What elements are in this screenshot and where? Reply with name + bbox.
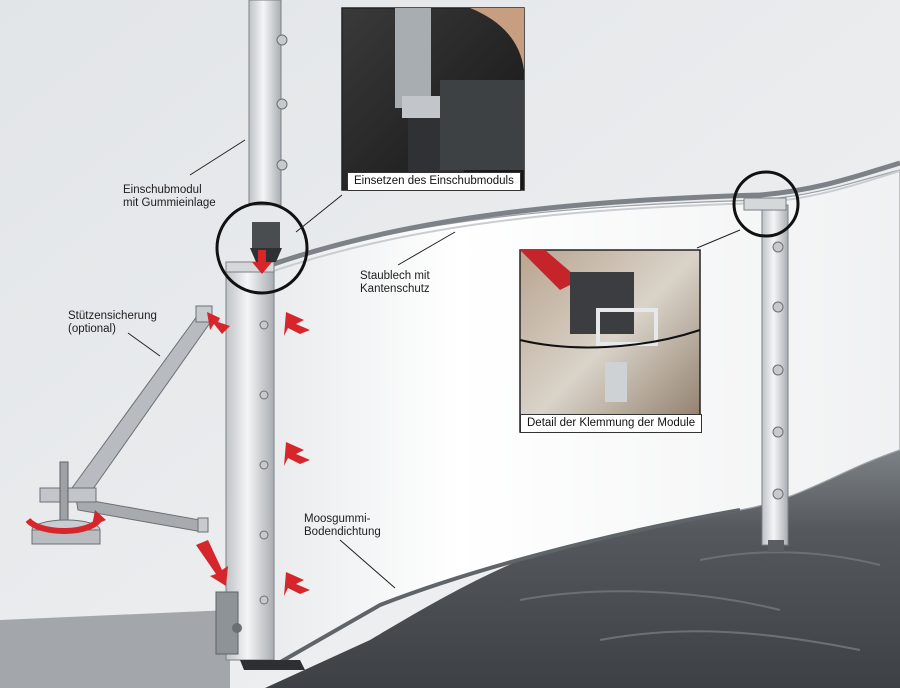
arrow-icon [284, 572, 310, 596]
water-ripple [699, 551, 881, 566]
zoom-circle-right [732, 170, 800, 238]
callout-floor-seal: Moosgummi- Bodendichtung [304, 513, 381, 539]
callout-support-lock: Stützensicherung (optional) [68, 310, 157, 336]
arrow-icon [252, 250, 272, 274]
force-arrows [196, 250, 310, 596]
insert-module-post [248, 0, 288, 206]
right-inset-caption: Detail der Klemmung der Module [520, 414, 703, 433]
post-bolt [259, 460, 269, 470]
arrow-icon [196, 540, 228, 586]
callout-dust-sheet: Staublech mit Kantenschutz [360, 270, 430, 296]
callout-line: Moosgummi- [304, 513, 371, 525]
edge-protection [261, 160, 900, 271]
arrow-icon [207, 312, 230, 334]
water-ripple [519, 590, 781, 611]
support-brace [25, 305, 213, 545]
top-inset-photo [341, 7, 525, 191]
right-post [761, 204, 789, 552]
zoom-circle-left [215, 201, 309, 295]
callout-insert-module: Einschubmodul mit Gummieinlage [123, 184, 216, 210]
callout-line: Staublech mit [360, 270, 430, 282]
arrow-icon [284, 312, 310, 336]
callout-line: Stützensicherung [68, 310, 157, 322]
arrow-icon [284, 442, 310, 466]
top-inset-caption: Einsetzen des Einschubmoduls [347, 172, 521, 191]
post-bolt [259, 320, 269, 330]
callout-line: Bodendichtung [304, 526, 381, 538]
callout-line: Einschubmodul [123, 184, 202, 196]
callout-line: (optional) [68, 323, 116, 335]
post-bolt [259, 595, 269, 605]
water-ripple [599, 630, 861, 651]
callout-line: Kantenschutz [360, 283, 430, 295]
post-bolt [259, 390, 269, 400]
left-post [215, 261, 305, 670]
callout-line: mit Gummieinlage [123, 197, 216, 209]
right-inset-photo [519, 249, 701, 433]
ground-strip [0, 610, 230, 688]
post-bolt [259, 530, 269, 540]
floor-seal-strip [269, 508, 741, 670]
leader-lines [127, 139, 741, 589]
